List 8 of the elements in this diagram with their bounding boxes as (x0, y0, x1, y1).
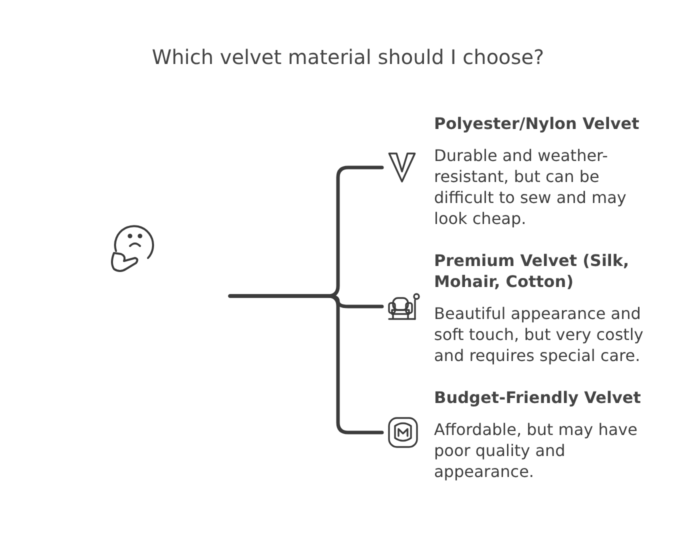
diagram-title: Which velvet material should I choose? (152, 44, 544, 70)
option-description: Beautiful appearance and soft touch, but very costly and requires special care. (434, 303, 644, 366)
option-heading: Premium Velvet (Silk, Mohair, Cotton) (434, 250, 630, 292)
connector-line (228, 294, 384, 434)
option-description: Affordable, but may have poor quality and appearance. (434, 419, 638, 482)
option-heading: Budget-Friendly Velvet (434, 387, 641, 408)
option-description: Durable and weather-resistant, but can be difficult to sew and may look cheap. (434, 145, 628, 229)
option-heading: Polyester/Nylon Velvet (434, 113, 640, 134)
